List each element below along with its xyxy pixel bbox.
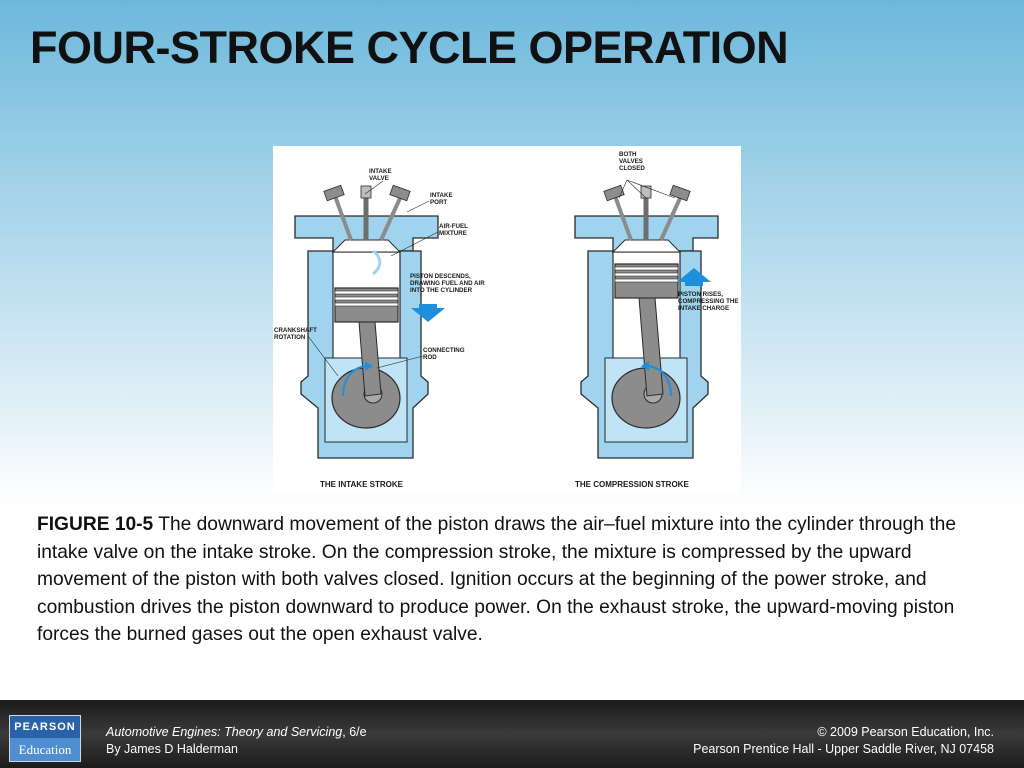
book-author: By James D Halderman [106, 742, 238, 756]
logo-education: Education [10, 738, 80, 761]
caption-intake-stroke: THE INTAKE STROKE [320, 480, 404, 489]
figure-number: FIGURE 10-5 [37, 514, 154, 535]
piston-up-arrow [677, 268, 711, 286]
copyright-text: © 2009 Pearson Education, Inc. [817, 725, 994, 739]
publisher-info: © 2009 Pearson Education, Inc. Pearson P… [693, 724, 994, 758]
book-title: Automotive Engines: Theory and Servicing [106, 725, 343, 739]
publisher-text: Pearson Prentice Hall - Upper Saddle Riv… [693, 742, 994, 756]
book-info: Automotive Engines: Theory and Servicing… [106, 724, 367, 758]
intake-stroke-engine [295, 180, 445, 458]
pearson-education-logo: PEARSON Education [9, 715, 81, 762]
logo-pearson: PEARSON [10, 716, 80, 738]
slide-footer: PEARSON Education Automotive Engines: Th… [0, 700, 1024, 768]
caption-compression-stroke: THE COMPRESSION STROKE [575, 480, 689, 489]
figure-caption-text: The downward movement of the piston draw… [37, 514, 956, 645]
book-edition: , 6/e [342, 725, 367, 739]
piston-down-arrow [411, 304, 445, 322]
figure-caption: FIGURE 10-5 The downward movement of the… [37, 511, 957, 649]
slide-title: FOUR-STROKE CYCLE OPERATION [30, 22, 789, 73]
compression-stroke-engine [575, 179, 718, 458]
